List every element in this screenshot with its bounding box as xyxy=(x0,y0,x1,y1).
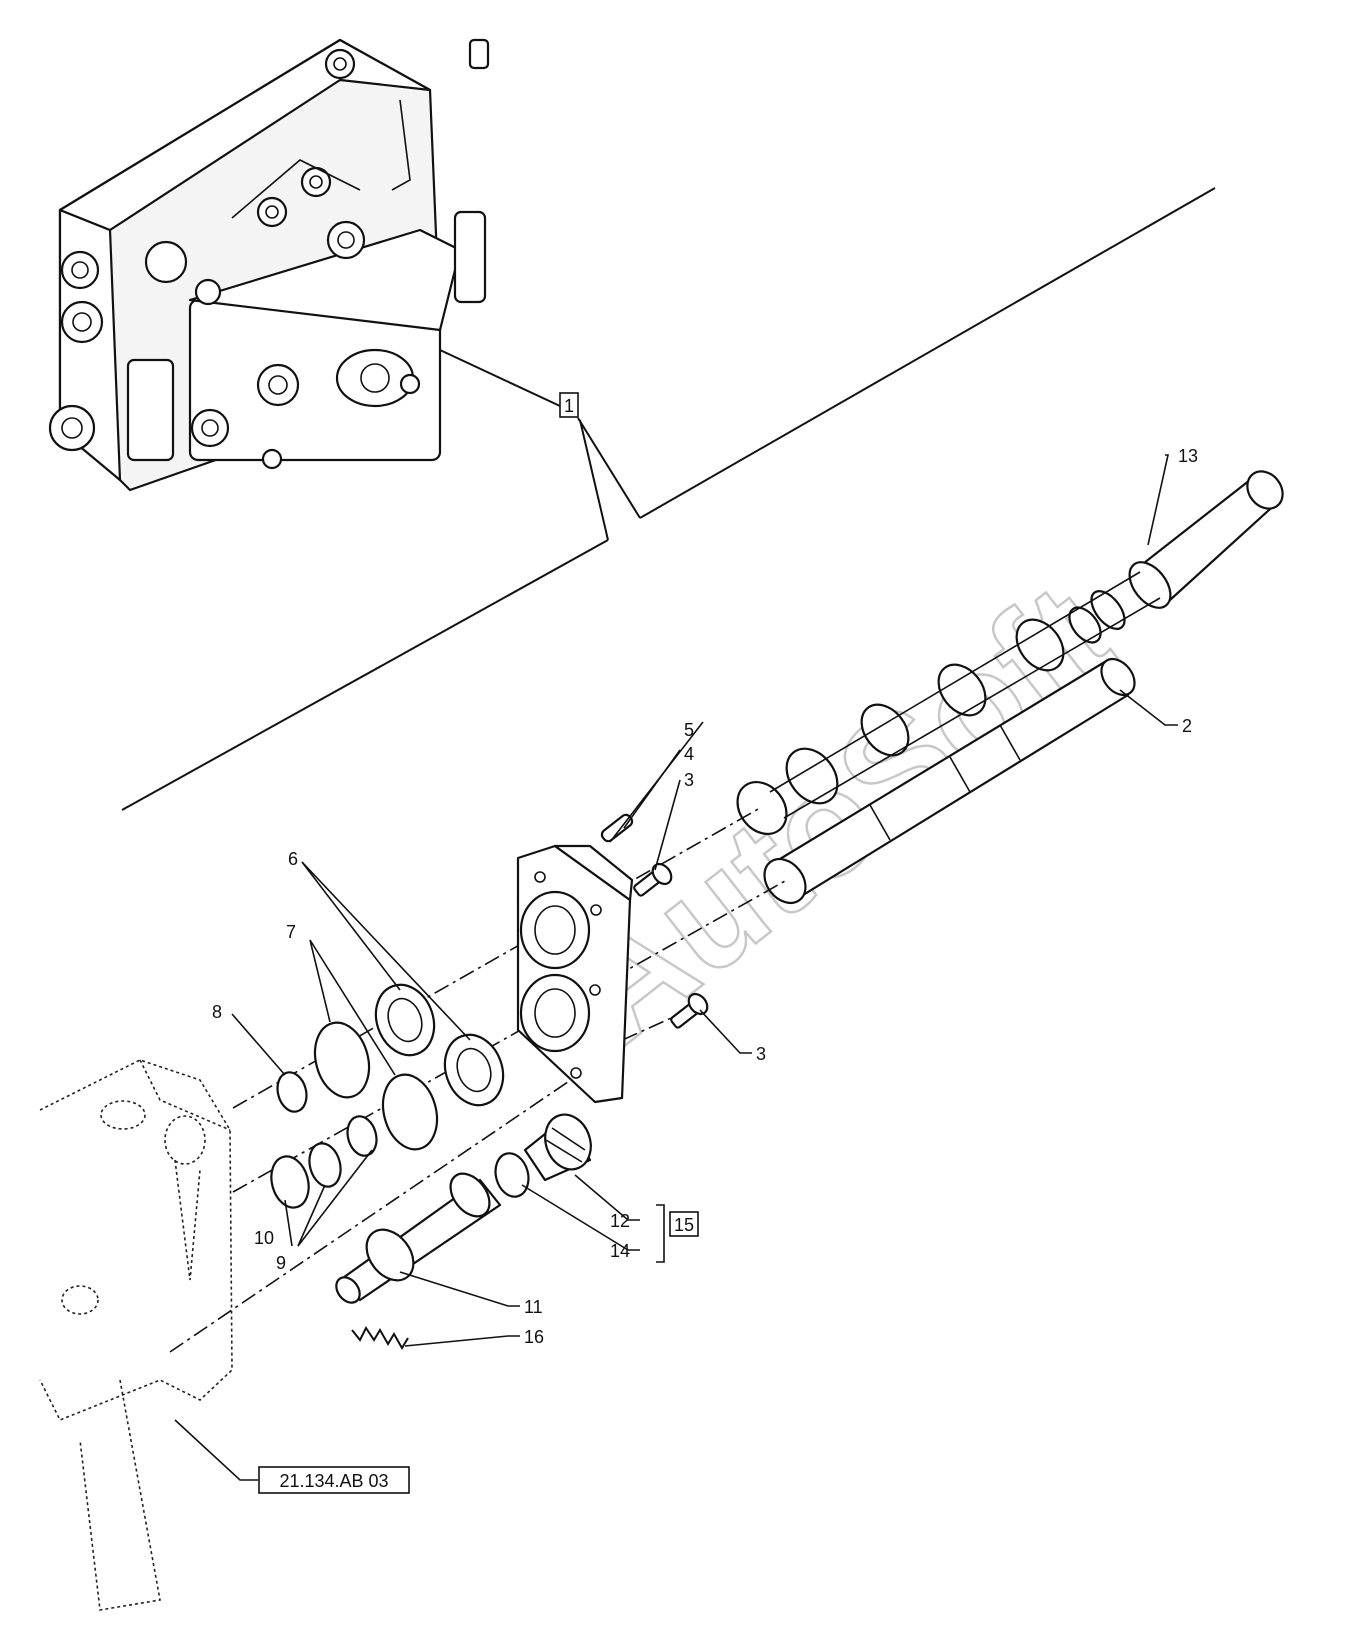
pin-4 xyxy=(600,813,634,843)
leader-7b xyxy=(309,939,396,1076)
callout-9: 9 xyxy=(276,1253,286,1273)
callout-1: 1 xyxy=(564,396,574,416)
seal-6-upper xyxy=(374,983,436,1057)
reference-box xyxy=(258,1466,410,1494)
callout-4: 4 xyxy=(684,744,694,764)
leader-12 xyxy=(574,1174,640,1221)
leader-1c xyxy=(579,419,609,541)
o-ring-14 xyxy=(494,1152,530,1198)
leader-7a xyxy=(309,939,331,1023)
leader-9a xyxy=(297,1184,326,1247)
leader-6a xyxy=(301,861,401,991)
callout-11: 11 xyxy=(524,1297,543,1317)
snap-ring-8 xyxy=(276,1071,308,1113)
leader-2 xyxy=(1119,689,1178,726)
callout-3-lower: 3 xyxy=(756,1044,766,1064)
spring-16 xyxy=(351,1326,409,1350)
screw-3-lower xyxy=(670,992,709,1029)
leader-14 xyxy=(521,1184,640,1251)
callout-6: 6 xyxy=(288,849,298,869)
leader-1a xyxy=(439,349,561,407)
circlip-9a xyxy=(308,1142,342,1188)
callout-8: 8 xyxy=(212,1002,222,1022)
plate xyxy=(516,844,634,1104)
axis-lower xyxy=(169,1051,613,1353)
reference-label: 21.134.AB 03 xyxy=(279,1471,388,1491)
leader-10 xyxy=(284,1199,293,1247)
leader-11 xyxy=(399,1271,520,1307)
o-ring-7-lower xyxy=(381,1073,439,1151)
plug-12 xyxy=(523,1113,592,1182)
o-ring-7-upper xyxy=(313,1021,371,1099)
seal-6-lower xyxy=(443,1033,505,1107)
valve-11 xyxy=(335,1172,502,1304)
leader-9b xyxy=(297,1149,373,1247)
section-line-lower xyxy=(121,539,609,811)
leader-4 xyxy=(623,749,681,829)
washer-10 xyxy=(270,1155,310,1209)
callout-10: 10 xyxy=(254,1228,274,1248)
callout-5: 5 xyxy=(684,720,694,740)
callout-1-box xyxy=(559,392,579,418)
callout-16: 16 xyxy=(524,1327,544,1347)
leader-16 xyxy=(404,1335,520,1347)
leader-reference xyxy=(174,1419,258,1481)
callout-3-upper: 3 xyxy=(684,770,694,790)
callout-2: 2 xyxy=(1182,716,1192,736)
leader-1b xyxy=(577,417,641,519)
leader-3-upper xyxy=(654,779,681,871)
bracket-12-14 xyxy=(656,1204,665,1263)
axis-middle xyxy=(232,880,786,1193)
spool-13 xyxy=(736,470,1284,835)
valve-assembly xyxy=(48,38,490,492)
circlip-9b xyxy=(346,1115,378,1157)
leader-3-lower xyxy=(699,1009,752,1054)
screw-3-upper xyxy=(633,862,673,897)
section-line-upper xyxy=(639,187,1216,519)
leader-6b xyxy=(301,861,471,1041)
callout-14: 14 xyxy=(610,1241,630,1261)
leader-13 xyxy=(1147,454,1169,546)
callout-13: 13 xyxy=(1178,446,1198,466)
housing xyxy=(39,1059,233,1611)
callout-12: 12 xyxy=(610,1211,630,1231)
sleeve-2 xyxy=(763,657,1136,905)
callout-15: 15 xyxy=(674,1215,694,1235)
leader-8 xyxy=(231,1013,286,1076)
callout-15-box xyxy=(669,1211,699,1237)
callout-7: 7 xyxy=(286,922,296,942)
